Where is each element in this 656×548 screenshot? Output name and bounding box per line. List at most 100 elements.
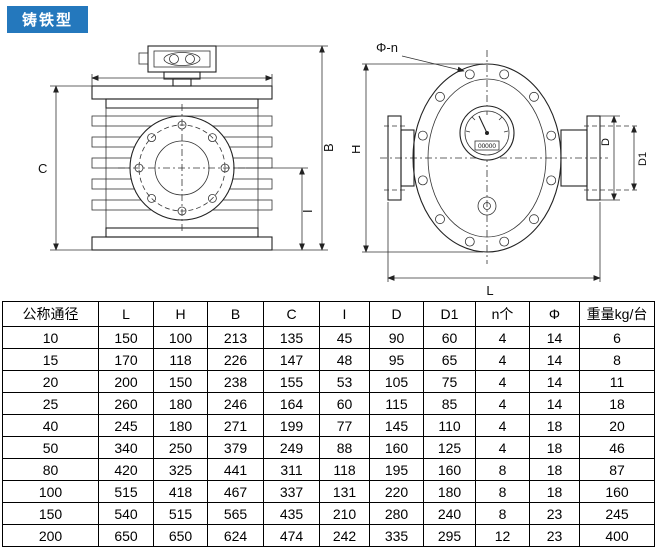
dimension-c: C	[38, 85, 92, 251]
table-cell: 474	[263, 524, 320, 547]
column-header: D1	[423, 301, 476, 327]
column-header: H	[153, 301, 208, 327]
table-cell: 90	[369, 326, 424, 349]
table-cell: 12	[475, 524, 530, 547]
dim-label-h: H	[352, 145, 363, 154]
side-view-drawing: C B I	[38, 45, 336, 251]
dimension-l: L	[387, 202, 601, 298]
dimension-top-width	[91, 74, 273, 86]
flange-face	[118, 104, 246, 232]
table-cell: 10	[2, 326, 99, 349]
column-header: B	[207, 301, 264, 327]
table-cell: 379	[207, 436, 264, 459]
dim-label-c: C	[38, 161, 47, 176]
column-header: I	[319, 301, 370, 327]
table-cell: 210	[319, 502, 370, 525]
table-cell: 160	[369, 436, 424, 459]
table-cell: 125	[423, 436, 476, 459]
table-cell: 180	[153, 392, 208, 415]
column-header: 重量kg/台	[579, 301, 655, 327]
column-header: L	[98, 301, 154, 327]
table-cell: 325	[153, 458, 208, 481]
table-cell: 6	[579, 326, 655, 349]
table-cell: 150	[98, 326, 154, 349]
table-cell: 25	[2, 392, 99, 415]
table-cell: 155	[263, 370, 320, 393]
table-cell: 435	[263, 502, 320, 525]
table-cell: 540	[98, 502, 154, 525]
table-cell: 60	[423, 326, 476, 349]
table-cell: 105	[369, 370, 424, 393]
table-cell: 15	[2, 348, 99, 371]
table-cell: 245	[98, 414, 154, 437]
table-cell: 170	[98, 348, 154, 371]
table-cell: 18	[529, 414, 580, 437]
bolt-spec-callout: Φ-n	[376, 40, 465, 73]
table-cell: 441	[207, 458, 264, 481]
table-cell: 650	[153, 524, 208, 547]
table-cell: 238	[207, 370, 264, 393]
dimension-b: B	[216, 45, 336, 251]
table-cell: 88	[319, 436, 370, 459]
table-cell: 14	[529, 392, 580, 415]
table-cell: 8	[475, 458, 530, 481]
table-cell: 11	[579, 370, 655, 393]
left-pipe-flange	[384, 115, 415, 201]
table-cell: 18	[529, 458, 580, 481]
dim-label-l: L	[486, 283, 493, 298]
table-cell: 95	[369, 348, 424, 371]
table-cell: 4	[475, 414, 530, 437]
table-cell: 65	[423, 348, 476, 371]
table-cell: 250	[153, 436, 208, 459]
table-cell: 249	[263, 436, 320, 459]
right-pipe-flange	[560, 115, 638, 201]
table-cell: 77	[319, 414, 370, 437]
table-cell: 280	[369, 502, 424, 525]
drain-plug	[477, 196, 497, 216]
table-cell: 18	[529, 480, 580, 503]
table-cell: 4	[475, 326, 530, 349]
counter-head	[138, 45, 217, 87]
table-cell: 164	[263, 392, 320, 415]
table-cell: 213	[207, 326, 264, 349]
table-cell: 400	[579, 524, 655, 547]
table-cell: 4	[475, 436, 530, 459]
table-cell: 4	[475, 392, 530, 415]
dimension-h: H	[352, 63, 483, 253]
table-cell: 8	[475, 502, 530, 525]
dim-label-i: I	[300, 209, 315, 213]
table-cell: 226	[207, 348, 264, 371]
table-cell: 180	[423, 480, 476, 503]
table-cell: 14	[529, 348, 580, 371]
table-cell: 200	[2, 524, 99, 547]
table-cell: 335	[369, 524, 424, 547]
table-cell: 565	[207, 502, 264, 525]
table-cell: 260	[98, 392, 154, 415]
table-cell: 195	[369, 458, 424, 481]
table-cell: 46	[579, 436, 655, 459]
table-cell: 20	[2, 370, 99, 393]
table-cell: 150	[153, 370, 208, 393]
column-header: n个	[475, 301, 530, 327]
table-cell: 242	[319, 524, 370, 547]
table-cell: 160	[423, 458, 476, 481]
table-cell: 8	[475, 480, 530, 503]
dim-label-d: D	[600, 138, 612, 146]
perimeter-bolt-holes	[417, 69, 557, 247]
table-cell: 118	[319, 458, 370, 481]
table-cell: 8	[579, 348, 655, 371]
column-header: 公称通径	[2, 301, 99, 327]
table-cell: 14	[529, 370, 580, 393]
table-cell: 160	[579, 480, 655, 503]
table-cell: 467	[207, 480, 264, 503]
